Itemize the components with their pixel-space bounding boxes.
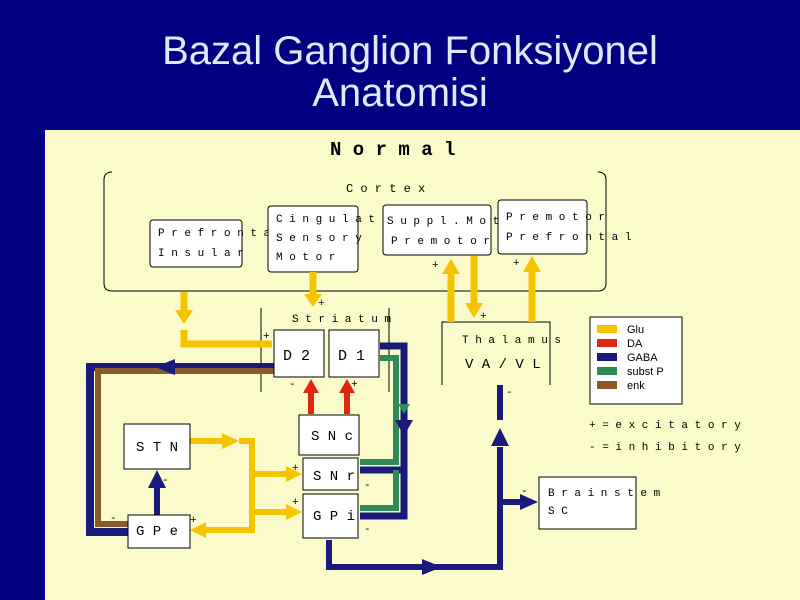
box-suppl-motor <box>382 204 492 256</box>
title-line-2: Anatomisi <box>312 71 488 115</box>
substp-arrowhead <box>398 404 410 414</box>
sign-plus-cingulate: + <box>318 298 325 310</box>
legend-swatch-2 <box>597 353 617 361</box>
sign-minus-d2: - <box>289 379 296 391</box>
glu-thalamus-to-suppl-arrowhead <box>442 259 460 274</box>
brainstem-line-2: S C <box>548 506 568 518</box>
glu-to-snr-arrowhead <box>286 466 302 482</box>
cingulate-line-1: C i n g u l a t e <box>276 214 388 226</box>
sign-plus-snr: + <box>292 463 299 475</box>
legend-label-0: Glu <box>627 324 644 336</box>
glu-to-gpe-arrowhead <box>190 522 206 538</box>
sign-plus-suppl: + <box>432 260 439 272</box>
box-premotor <box>497 199 588 255</box>
suppl-line-2: P r e m o t o r <box>391 236 490 248</box>
glu-cingulate-arrowhead <box>304 294 322 307</box>
glu-stn-arrowhead <box>222 433 239 449</box>
suppl-line-1: S u p p l . M o t o r <box>387 216 526 228</box>
box-gpi <box>302 493 359 539</box>
sign-plus-gpe: + <box>190 515 197 527</box>
box-prefrontal <box>149 219 243 268</box>
gaba-d2-arrowhead <box>155 359 175 375</box>
gaba-gpi-output <box>326 447 503 570</box>
cortex-region <box>103 171 607 292</box>
brainstem-line-1: B r a i n s t e m <box>548 488 661 500</box>
sign-minus-snr: - <box>364 480 371 492</box>
gaba-d1-to-gpi <box>360 470 408 520</box>
sign-plus-gpi: + <box>292 497 299 509</box>
substp-d1-to-snr <box>360 355 399 465</box>
premotor-line-2: P r e f r o n t a l <box>506 232 631 244</box>
prefrontal-line-2: I n s u l a r <box>158 248 244 260</box>
prefrontal-line-1: P r e f r o n t a l <box>158 228 283 240</box>
gaba-to-brainstem-arrowhead <box>520 494 538 510</box>
sign-minus-stn: - <box>162 475 169 487</box>
thalamus-label: T h a l a m u s <box>462 335 561 347</box>
box-snr <box>302 457 359 491</box>
sign-plus-thalamus: + <box>480 311 487 323</box>
glu-stn-to-gpe <box>205 438 255 533</box>
gaba-gpe-to-stn-arrowhead <box>148 470 166 488</box>
glu-suppl-to-thalamus-arrowhead <box>465 303 483 318</box>
legend-label-1: DA <box>627 338 643 350</box>
box-brainstem <box>538 476 637 530</box>
gaba-d2-to-gpe <box>86 363 274 536</box>
legend-note-inhibitory: - = i n h i b i t o r y <box>589 442 741 454</box>
box-gpe <box>127 514 191 549</box>
sign-plus-premotor: + <box>513 258 520 270</box>
sign-minus-thalamus: - <box>506 387 513 399</box>
gpi-label: G P i <box>313 509 355 525</box>
legend-label-2: GABA <box>627 352 658 364</box>
box-snc <box>298 414 360 456</box>
d1-label: D 1 <box>338 348 365 365</box>
box-stn <box>123 423 191 470</box>
cingulate-line-2: S e n s o r y <box>276 233 362 245</box>
sign-minus-gpe: - <box>110 513 117 525</box>
sign-minus-gpi: - <box>364 524 371 536</box>
gaba-d1-arrowhead <box>395 420 413 436</box>
sign-minus-brainstem: - <box>521 486 528 498</box>
legend-swatch-1 <box>597 339 617 347</box>
box-d1 <box>328 329 380 378</box>
legend-note-excitatory: + = e x c i t a t o r y <box>589 420 741 432</box>
da-to-d2-arrowhead <box>303 379 319 393</box>
gaba-output-arrowhead <box>422 559 442 575</box>
legend-swatch-3 <box>597 367 617 375</box>
heading-normal: N o r m a l <box>330 139 455 161</box>
glu-prefrontal-arrowhead <box>175 310 193 324</box>
glu-to-d2 <box>180 330 272 348</box>
gaba-to-thalamus-arrowhead <box>491 428 509 446</box>
sign-plus-d1: + <box>351 379 358 391</box>
legend-swatch-4 <box>597 381 617 389</box>
enk-d2-to-gpe <box>95 368 274 527</box>
cingulate-line-3: M o t o r <box>276 252 335 264</box>
snc-label: S N c <box>311 429 353 445</box>
glu-to-gpi-arrowhead <box>286 504 302 520</box>
premotor-line-1: P r e m o t o r <box>506 212 605 224</box>
title-line-1: Bazal Ganglion Fonksiyonel <box>162 29 658 73</box>
legend-label-3: subst P <box>627 366 664 378</box>
slide-title: Bazal Ganglion Fonksiyonel Anatomisi <box>0 30 800 114</box>
vavl-label: V A / V L <box>465 357 541 373</box>
legend-swatch-0 <box>597 325 617 333</box>
stn-label: S T N <box>136 440 178 456</box>
glu-thalamus-to-premotor-arrowhead <box>523 256 541 272</box>
box-d2 <box>273 329 325 378</box>
d2-label: D 2 <box>283 348 310 365</box>
snr-label: S N r <box>313 469 355 485</box>
striatum-label: S t r i a t u m <box>292 314 391 326</box>
gpe-label: G P e <box>136 524 178 540</box>
sign-plus-d2: + <box>263 331 270 343</box>
thalamus-region <box>441 321 551 385</box>
da-to-d1-arrowhead <box>339 379 355 393</box>
legend-label-4: enk <box>627 380 645 392</box>
substp-d1-to-gpi <box>360 470 399 511</box>
cortex-label: C o r t e x <box>346 182 425 196</box>
